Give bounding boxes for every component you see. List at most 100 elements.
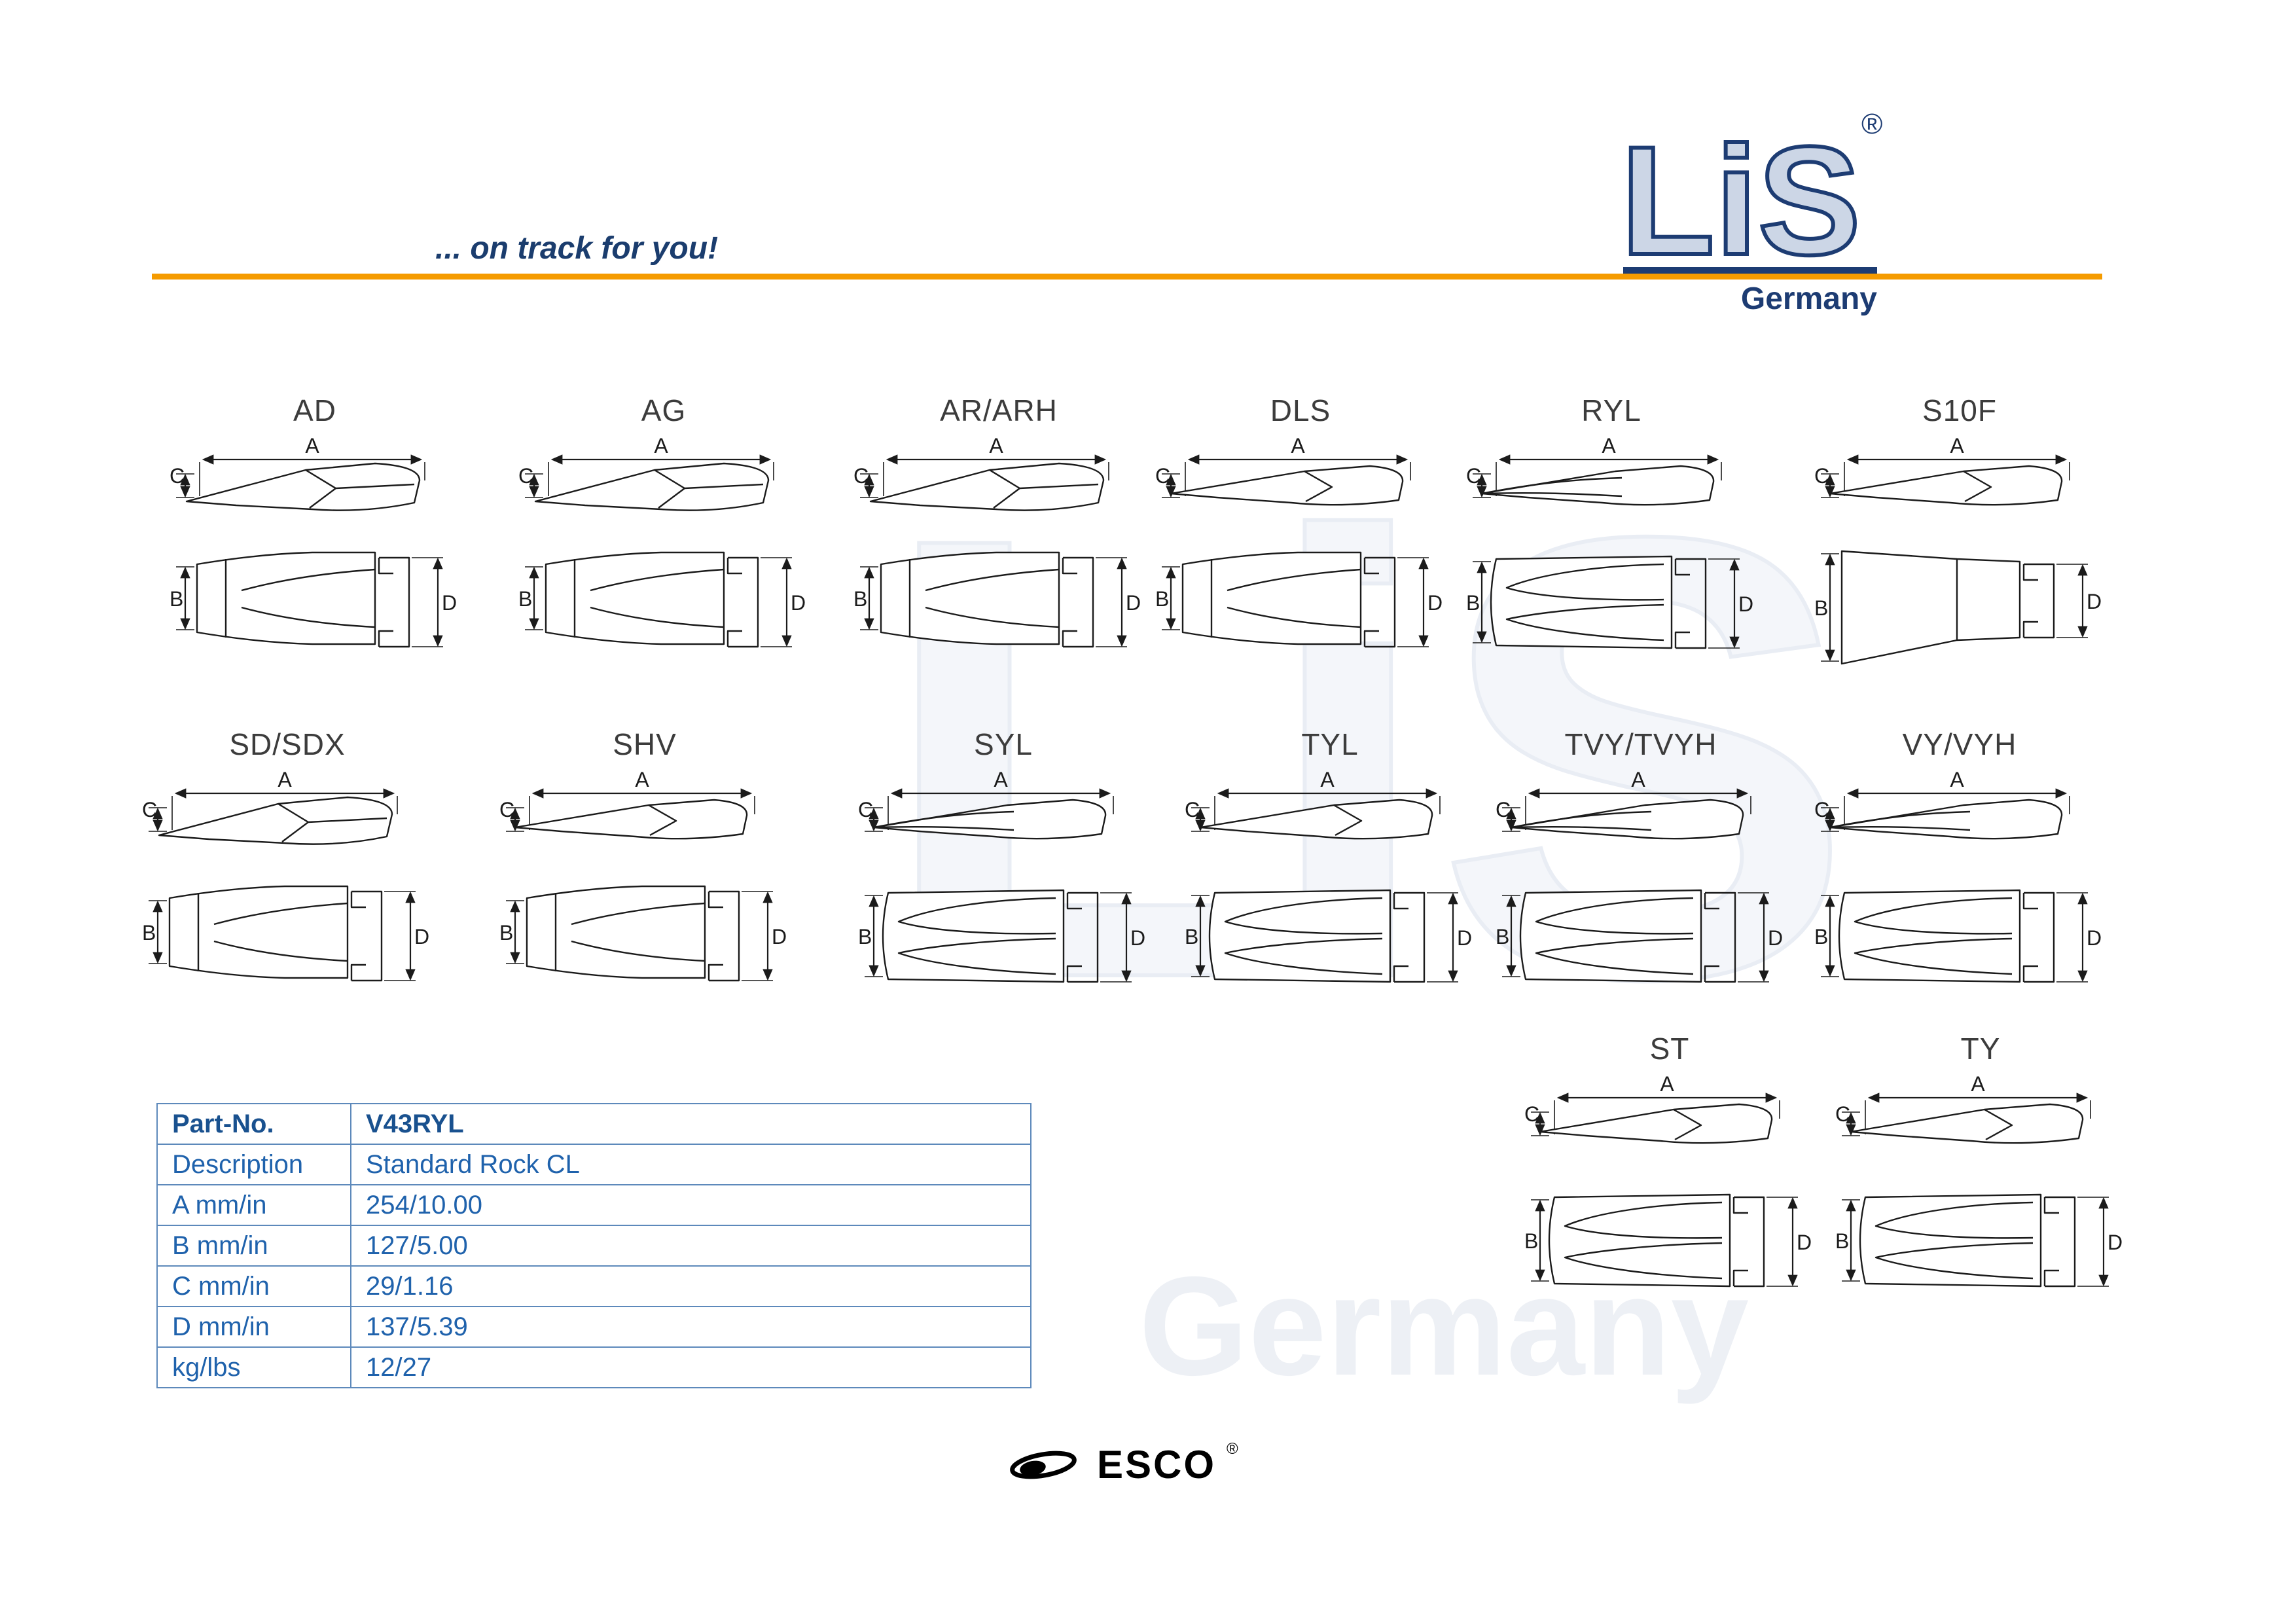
svg-text:B: B: [499, 921, 513, 945]
spec-value: 137/5.39: [350, 1306, 1031, 1348]
spec-label: kg/lbs: [156, 1346, 351, 1388]
diagram-title: ST: [1649, 1032, 1690, 1066]
svg-text:A: A: [1291, 434, 1305, 458]
svg-text:D: D: [1768, 926, 1783, 950]
table-row: B mm/in 127/5.00: [156, 1225, 1031, 1267]
diagram-drawing: A C B D: [858, 768, 1145, 983]
svg-text:A: A: [1320, 768, 1335, 791]
svg-text:A: A: [994, 768, 1008, 791]
diagram-title: DLS: [1270, 393, 1331, 427]
table-row: Part-No. V43RYL: [156, 1103, 1031, 1145]
diagram-drawing: A C B D: [170, 434, 457, 648]
diagram-ad: AD A C B D: [168, 393, 461, 676]
svg-text:B: B: [1496, 925, 1509, 948]
svg-text:B: B: [1835, 1229, 1849, 1253]
lis-logo: LiS ® Germany: [1615, 97, 1890, 329]
spec-value: Standard Rock CL: [350, 1144, 1031, 1185]
svg-text:A: A: [1602, 434, 1616, 458]
svg-text:C: C: [1814, 464, 1829, 488]
lis-logo-drawing: LiS ® Germany: [1619, 108, 1882, 316]
spec-table: Part-No. V43RYL Description Standard Roc…: [156, 1103, 1031, 1388]
svg-text:B: B: [1814, 596, 1828, 620]
svg-text:D: D: [2087, 590, 2102, 613]
table-row: D mm/in 137/5.39: [156, 1306, 1031, 1348]
spec-label: Part-No.: [156, 1103, 351, 1145]
svg-text:D: D: [2087, 926, 2102, 950]
svg-text:C: C: [1524, 1102, 1539, 1126]
tagline: ... on track for you!: [435, 231, 719, 266]
svg-text:C: C: [853, 464, 869, 488]
svg-text:A: A: [989, 434, 1003, 458]
svg-text:C: C: [1814, 798, 1829, 821]
svg-text:A: A: [1950, 434, 1964, 458]
lis-logo-text: LiS: [1621, 115, 1861, 287]
svg-text:B: B: [170, 587, 183, 611]
svg-text:A: A: [305, 434, 319, 458]
svg-text:D: D: [791, 591, 806, 615]
diagram-drawing: A C B D: [1814, 434, 2102, 665]
svg-text:D: D: [1130, 926, 1145, 950]
diagram-drawing: A C B D: [1185, 768, 1472, 983]
spec-label: A mm/in: [156, 1184, 351, 1226]
diagram-title: AG: [641, 393, 687, 427]
svg-text:C: C: [1155, 464, 1170, 488]
svg-text:B: B: [1524, 1229, 1538, 1253]
table-row: Description Standard Rock CL: [156, 1144, 1031, 1185]
svg-text:A: A: [1971, 1072, 1985, 1096]
esco-logo: ESCO ®: [1008, 1439, 1238, 1491]
diagram-title: RYL: [1581, 393, 1641, 427]
svg-text:A: A: [1631, 768, 1645, 791]
svg-text:B: B: [1185, 925, 1198, 948]
svg-text:C: C: [499, 798, 514, 821]
svg-text:B: B: [1466, 591, 1480, 615]
diagram-title: TYL: [1301, 727, 1359, 761]
spec-label: B mm/in: [156, 1225, 351, 1267]
svg-text:D: D: [1797, 1231, 1812, 1254]
diagram-title: AR/ARH: [940, 393, 1058, 427]
esco-registered-mark-icon: ®: [1227, 1440, 1238, 1458]
spec-value: 127/5.00: [350, 1225, 1031, 1267]
svg-text:C: C: [142, 798, 157, 821]
svg-text:D: D: [1457, 926, 1472, 950]
diagram-title: AD: [293, 393, 336, 427]
svg-text:D: D: [772, 925, 787, 948]
svg-text:B: B: [1155, 587, 1169, 611]
spec-value: V43RYL: [350, 1103, 1031, 1145]
esco-wordmark: ESCO: [1097, 1443, 1217, 1487]
svg-text:B: B: [142, 921, 156, 945]
spec-label: D mm/in: [156, 1306, 351, 1348]
svg-text:C: C: [858, 798, 873, 821]
svg-text:C: C: [1185, 798, 1200, 821]
svg-text:D: D: [414, 925, 429, 948]
svg-text:B: B: [858, 925, 872, 948]
logo-underline: [1623, 267, 1877, 274]
spec-value: 29/1.16: [350, 1265, 1031, 1307]
table-row: kg/lbs 12/27: [156, 1346, 1031, 1388]
svg-text:C: C: [170, 464, 185, 488]
svg-text:D: D: [442, 591, 457, 615]
diagram-title: VY/VYH: [1902, 727, 2017, 761]
diagram-title: SD/SDX: [229, 727, 346, 761]
svg-text:A: A: [1660, 1072, 1674, 1096]
spec-value: 254/10.00: [350, 1184, 1031, 1226]
diagram-syl: SYL A C B D: [857, 727, 1150, 1009]
svg-text:C: C: [1835, 1102, 1850, 1126]
diagram-tyl: TYL A C B D: [1183, 727, 1477, 1009]
diagram-title: SYL: [974, 727, 1033, 761]
